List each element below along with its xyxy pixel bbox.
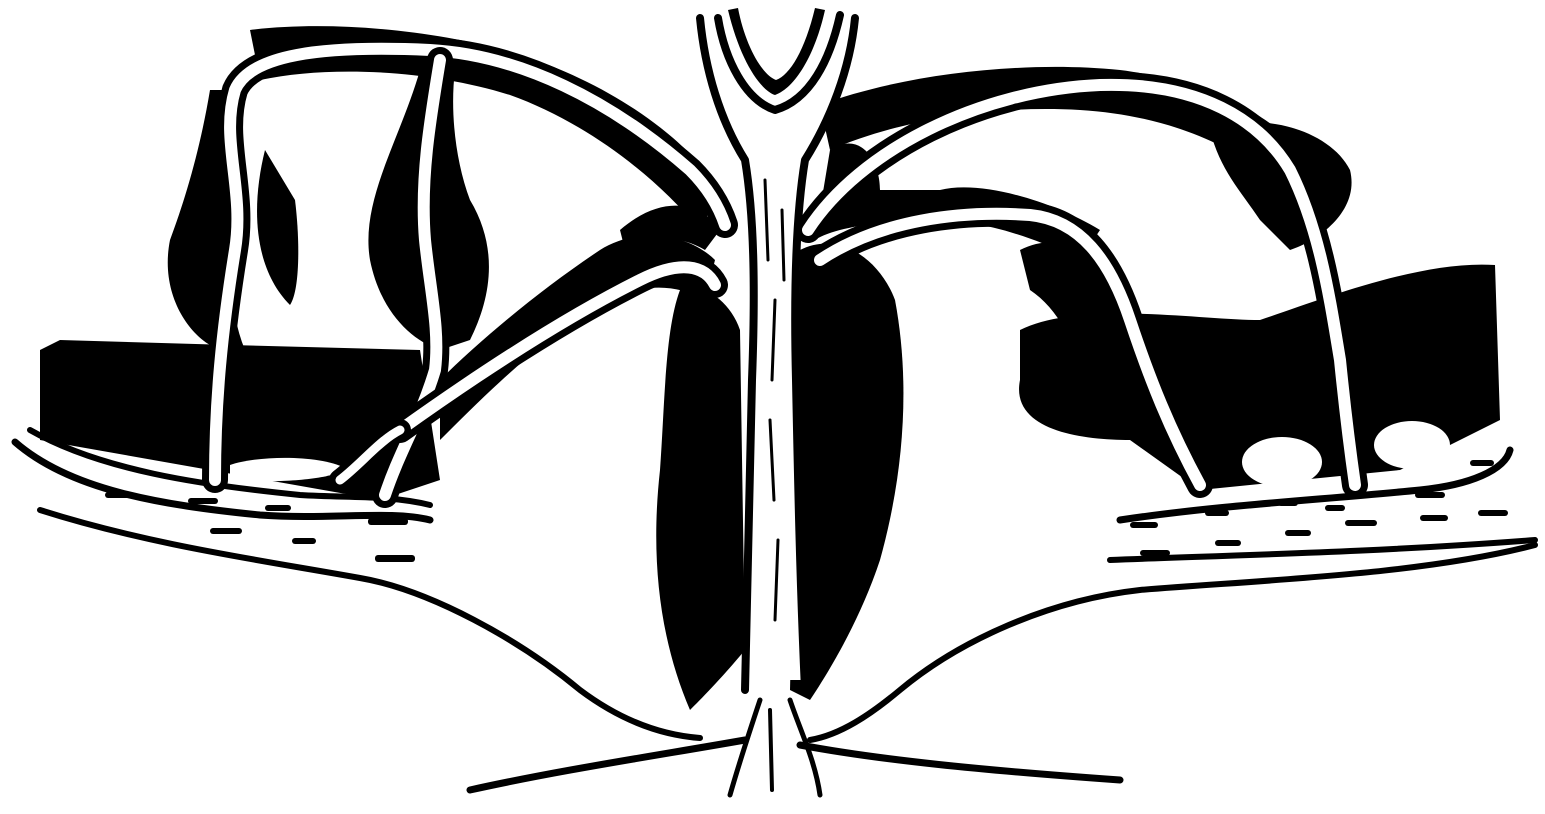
bottom-roots	[470, 700, 1120, 795]
